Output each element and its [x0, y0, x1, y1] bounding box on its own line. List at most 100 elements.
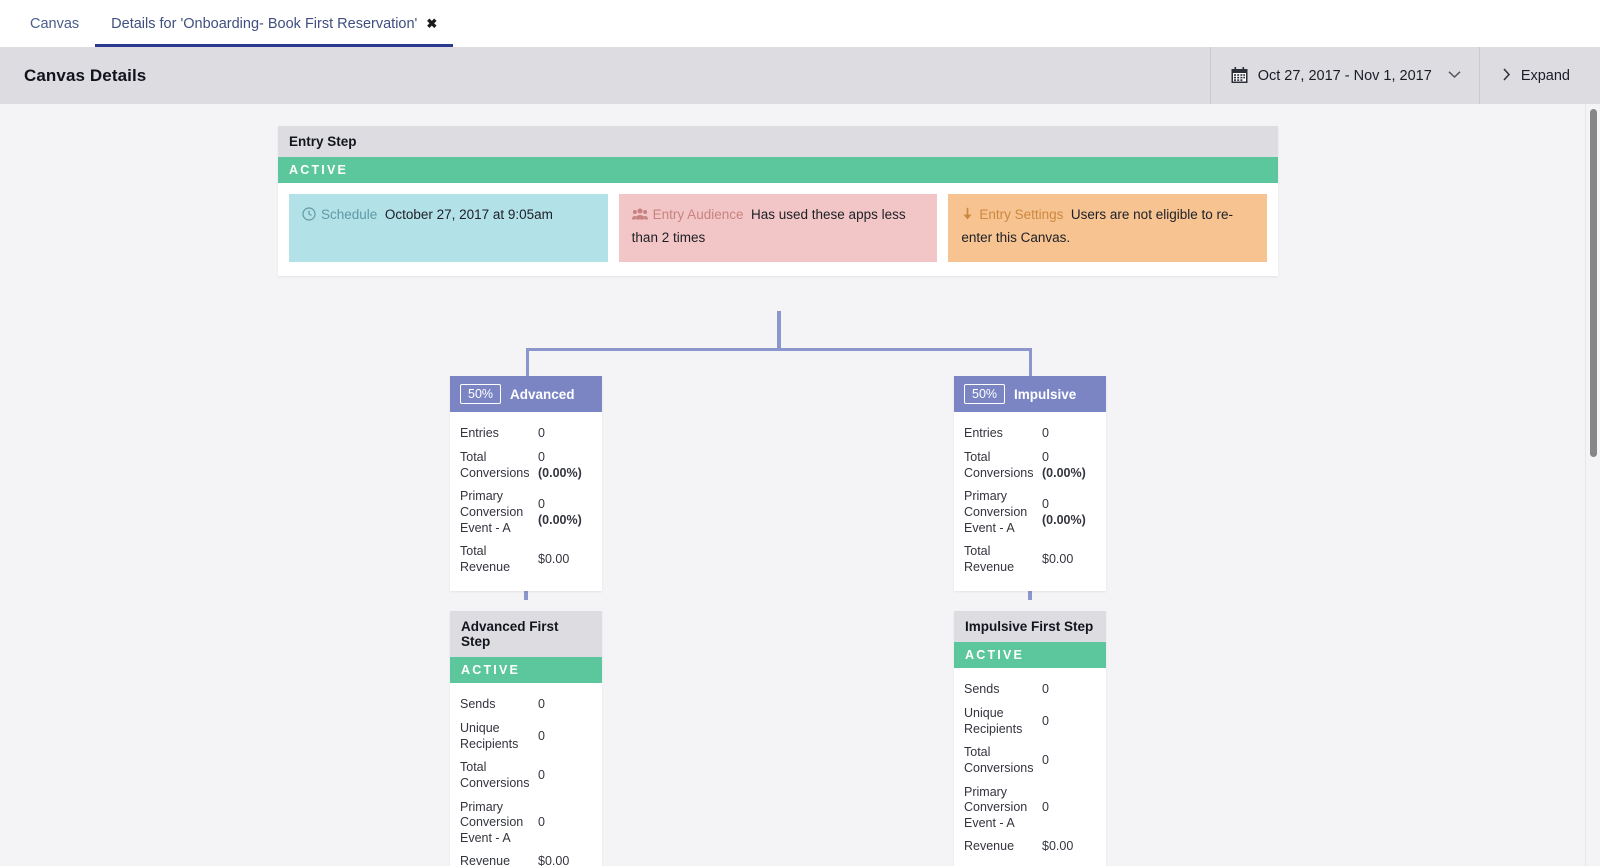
split-node-impulsive[interactable]: 50% Impulsive Entries 0 Total Conversion… — [954, 376, 1106, 592]
entry-card-label: Schedule — [321, 207, 378, 222]
stat-label: Total Revenue — [964, 544, 1015, 574]
stat-row: Sends 0 — [954, 678, 1106, 702]
entry-step-title: Entry Step — [278, 126, 1278, 157]
vertical-scrollbar-track[interactable] — [1585, 104, 1600, 866]
step-card-advanced-first-step[interactable]: Advanced First Step ACTIVE Sends 0 Uniqu… — [450, 611, 602, 866]
stat-row: Unique Recipients 0 — [954, 702, 1106, 741]
split-node-advanced[interactable]: 50% Advanced Entries 0 Total Conversions… — [450, 376, 602, 592]
tab-canvas[interactable]: Canvas — [14, 0, 95, 47]
chevron-down-icon[interactable] — [1448, 70, 1461, 82]
stat-row: Total Revenue $0.00 — [450, 540, 602, 579]
stat-value: $0.00 — [538, 854, 570, 866]
entry-card-schedule[interactable]: Schedule October 27, 2017 at 9:05am — [289, 194, 608, 262]
stat-row: Revenue $0.00 — [450, 850, 602, 866]
split-header: 50% Impulsive — [954, 376, 1106, 413]
stat-row: Total Conversions 0 (0.00%) — [450, 446, 602, 485]
stat-value: 0 — [1042, 682, 1049, 697]
entry-card-value: October 27, 2017 at 9:05am — [384, 207, 553, 222]
entry-card-label: Entry Settings — [979, 207, 1064, 222]
stat-label: Sends — [964, 682, 1000, 697]
canvas-flow-area: Entry Step ACTIVE Schedule October 27, 2… — [0, 104, 1600, 866]
people-icon — [631, 207, 648, 228]
step-card-impulsive-first-step[interactable]: Impulsive First Step ACTIVE Sends 0 Uniq… — [954, 611, 1106, 866]
stat-label: Primary Conversion Event - A — [460, 799, 524, 845]
tab-bar: Canvas Details for 'Onboarding- Book Fir… — [0, 0, 1600, 47]
stat-row: Total Conversions 0 — [954, 741, 1106, 780]
entry-card-value: Has used these apps less than 2 times — [631, 207, 906, 245]
connector-branch-left-stub — [526, 348, 529, 376]
stat-label: Entries — [460, 426, 499, 441]
date-range-picker[interactable]: Oct 27, 2017 - Nov 1, 2017 — [1209, 47, 1479, 104]
stat-label: Revenue — [964, 839, 1015, 854]
entry-card-audience[interactable]: Entry Audience Has used these apps less … — [618, 194, 938, 262]
calendar-icon — [1231, 67, 1248, 84]
stat-label: Total Revenue — [460, 544, 511, 574]
step-stats: Sends 0 Unique Recipients 0 Total Conver… — [954, 668, 1106, 866]
stat-row: Entries 0 — [954, 422, 1106, 446]
close-icon[interactable]: ✖ — [426, 16, 438, 31]
chevron-right-icon — [1502, 67, 1511, 84]
stat-label: Sends — [460, 697, 496, 712]
stat-label: Primary Conversion Event - A — [460, 489, 524, 535]
stat-value: 0 (0.00%) — [538, 450, 582, 480]
expand-label: Expand — [1520, 67, 1570, 84]
stat-value: $0.00 — [538, 551, 570, 566]
stat-label: Primary Conversion Event - A — [964, 489, 1028, 535]
step-stats: Sends 0 Unique Recipients 0 Total Conver… — [450, 683, 602, 866]
stat-row: Primary Conversion Event - A 0 (0.00%) — [954, 485, 1106, 540]
split-header: 50% Advanced — [450, 376, 602, 413]
expand-button[interactable]: Expand — [1478, 47, 1600, 104]
connector-branch-right-stub — [1029, 348, 1032, 376]
step-title: Impulsive First Step — [954, 611, 1106, 643]
connector-trunk-vertical — [777, 311, 781, 348]
stat-value: 0 — [538, 426, 545, 441]
date-range-label: Oct 27, 2017 - Nov 1, 2017 — [1257, 67, 1432, 84]
stat-value: $0.00 — [1042, 839, 1074, 854]
arrow-down-icon — [961, 207, 974, 228]
status-badge: ACTIVE — [278, 157, 1278, 183]
entry-step-node[interactable]: Entry Step ACTIVE Schedule October 27, 2… — [278, 126, 1278, 276]
stat-row: Primary Conversion Event - A 0 — [954, 781, 1106, 836]
entry-card-settings[interactable]: Entry Settings Users are not eligible to… — [948, 194, 1268, 262]
split-stats: Entries 0 Total Conversions 0 (0.00%) Pr… — [954, 412, 1106, 591]
split-stats: Entries 0 Total Conversions 0 (0.00%) Pr… — [450, 412, 602, 591]
stat-row: Total Revenue $0.00 — [954, 540, 1106, 579]
stat-row: Primary Conversion Event - A 0 — [450, 796, 602, 851]
split-percent-badge: 50% — [460, 384, 502, 405]
stat-label: Entries — [964, 426, 1003, 441]
branch-impulsive: 50% Impulsive Entries 0 Total Conversion… — [954, 376, 1106, 866]
stat-value: $0.00 — [1042, 551, 1074, 566]
split-name: Advanced — [510, 386, 575, 402]
tab-label: Canvas — [30, 15, 80, 32]
vertical-scrollbar-thumb[interactable] — [1590, 109, 1597, 457]
stat-label: Revenue — [460, 854, 511, 866]
stat-value: 0 (0.00%) — [538, 497, 582, 527]
stat-row: Total Conversions 0 — [450, 756, 602, 795]
stat-label: Total Conversions — [460, 760, 530, 790]
stat-value: 0 — [1042, 713, 1049, 728]
stat-value: 0 — [1042, 753, 1049, 768]
stat-label: Total Conversions — [460, 450, 530, 480]
entry-info-cards: Schedule October 27, 2017 at 9:05am Entr… — [278, 183, 1278, 276]
header-controls: Oct 27, 2017 - Nov 1, 2017 Expand — [1209, 47, 1600, 104]
step-title: Advanced First Step — [450, 611, 602, 658]
clock-icon — [302, 207, 316, 228]
page-header: Canvas Details — [0, 47, 1600, 104]
tab-canvas-details[interactable]: Details for 'Onboarding- Book First Rese… — [95, 0, 454, 47]
stat-row: Unique Recipients 0 — [450, 717, 602, 756]
stat-row: Entries 0 — [450, 422, 602, 446]
stat-value: 0 — [538, 768, 545, 783]
page-title: Canvas Details — [24, 65, 147, 85]
status-badge: ACTIVE — [450, 657, 602, 684]
stat-row: Sends 0 — [450, 693, 602, 717]
stat-value: 0 — [1042, 800, 1049, 815]
branch-advanced: 50% Advanced Entries 0 Total Conversions… — [450, 376, 602, 866]
connector-horizontal-bar — [526, 348, 1032, 351]
stat-label: Total Conversions — [964, 450, 1034, 480]
status-badge: ACTIVE — [954, 642, 1106, 669]
entry-card-value: Users are not eligible to re-enter this … — [961, 207, 1233, 245]
tab-label: Details for 'Onboarding- Book First Rese… — [111, 15, 418, 32]
stat-label: Unique Recipients — [460, 721, 519, 751]
stat-row: Primary Conversion Event - A 0 (0.00%) — [450, 485, 602, 540]
stat-label: Unique Recipients — [964, 706, 1023, 736]
